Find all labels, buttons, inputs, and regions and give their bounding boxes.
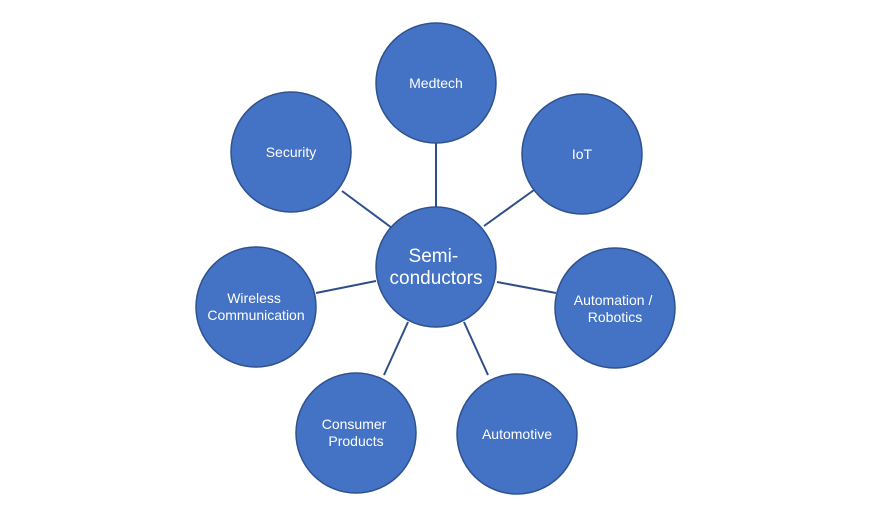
node-automotive-label: Automotive	[482, 426, 552, 442]
connector-wireless-communication	[315, 280, 377, 294]
node-iot: IoT	[521, 93, 643, 215]
node-wireless-communication: Wireless Communication	[195, 246, 317, 368]
node-automation-robotics: Automation / Robotics	[554, 247, 676, 369]
node-security: Security	[230, 91, 352, 213]
node-wireless-communication-circle	[195, 246, 317, 368]
node-automotive-circle	[456, 373, 578, 495]
node-automation-robotics-circle	[554, 247, 676, 369]
node-consumer-products-circle	[295, 372, 417, 494]
node-consumer-products: Consumer Products	[295, 372, 417, 494]
connectors	[315, 143, 557, 376]
node-wireless-communication-label: Wireless Communication	[207, 290, 304, 323]
connector-automation-robotics	[496, 281, 557, 294]
connector-consumer-products	[383, 321, 409, 376]
node-security-label: Security	[266, 144, 317, 160]
node-security-circle	[230, 91, 352, 213]
center-node-circle	[375, 206, 497, 328]
node-automation-robotics-label: Automation / Robotics	[574, 292, 657, 325]
node-medtech-label: Medtech	[409, 75, 463, 91]
connector-iot	[483, 189, 535, 227]
connector-automotive	[463, 321, 489, 376]
node-medtech-circle	[375, 22, 497, 144]
node-iot-label: IoT	[572, 146, 593, 162]
connector-security	[341, 190, 393, 229]
node-medtech: Medtech	[375, 22, 497, 144]
node-consumer-products-label: Consumer Products	[322, 416, 390, 449]
node-automotive: Automotive	[456, 373, 578, 495]
node-iot-circle	[521, 93, 643, 215]
center-node-semiconductors: Semi- conductors	[375, 206, 497, 328]
center-node-label: Semi- conductors	[390, 246, 483, 289]
